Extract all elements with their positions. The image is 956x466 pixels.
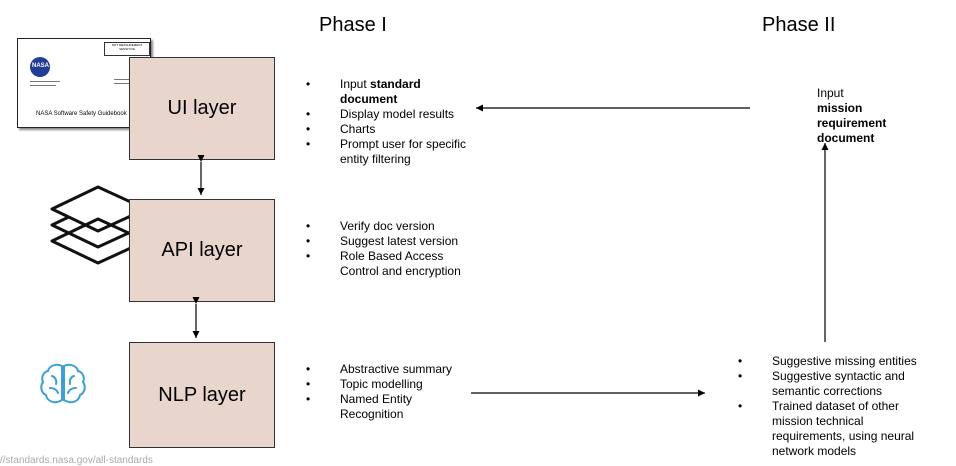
list-item: Trained dataset of other mission technic… <box>736 399 926 459</box>
list-item: Suggest latest version <box>304 234 462 249</box>
ui-bullet-list: Input standard document Display model re… <box>304 77 479 167</box>
list-item: Abstractive summary <box>304 362 462 377</box>
list-item: Named Entity Recognition <box>304 392 462 422</box>
list-item: Prompt user for specific entity filterin… <box>304 137 479 167</box>
phase-1-title: Phase I <box>319 14 387 36</box>
brain-icon <box>40 363 86 404</box>
layers-stack-icon <box>50 185 148 265</box>
document-stamp: NOT MEASUREMENT SENSITIVE <box>104 42 150 56</box>
ui-layer-label: UI layer <box>167 97 237 119</box>
list-item: Charts <box>304 122 479 137</box>
api-bullet-list: Verify doc version Suggest latest versio… <box>304 219 462 279</box>
list-item: Suggestive missing entities <box>736 354 926 369</box>
api-layer-box: API layer <box>129 199 275 302</box>
nlp-bullet-list: Abstractive summary Topic modelling Name… <box>304 362 462 422</box>
phase2-bullet-list: Suggestive missing entities Suggestive s… <box>736 354 926 459</box>
nlp-layer-box: NLP layer <box>129 342 275 448</box>
list-item: Suggestive syntactic and semantic correc… <box>736 369 926 399</box>
footer-url[interactable]: //standards.nasa.gov/all-standards <box>0 455 153 466</box>
phase2-input-text: Input mission requirement document <box>817 86 887 145</box>
nlp-layer-label: NLP layer <box>158 383 246 406</box>
nasa-logo-icon: NASA <box>30 57 50 77</box>
ui-bullet-input: Input standard document <box>304 77 479 107</box>
api-layer-label: API layer <box>161 239 243 261</box>
list-item: Topic modelling <box>304 377 462 392</box>
list-item: Display model results <box>304 107 479 122</box>
list-item: Role Based Access Control and encryption <box>304 249 462 279</box>
ui-layer-box: UI layer <box>129 57 275 160</box>
list-item: Verify doc version <box>304 219 462 234</box>
document-title: NASA Software Safety Guidebook <box>36 111 127 117</box>
phase-2-title: Phase II <box>762 14 836 36</box>
